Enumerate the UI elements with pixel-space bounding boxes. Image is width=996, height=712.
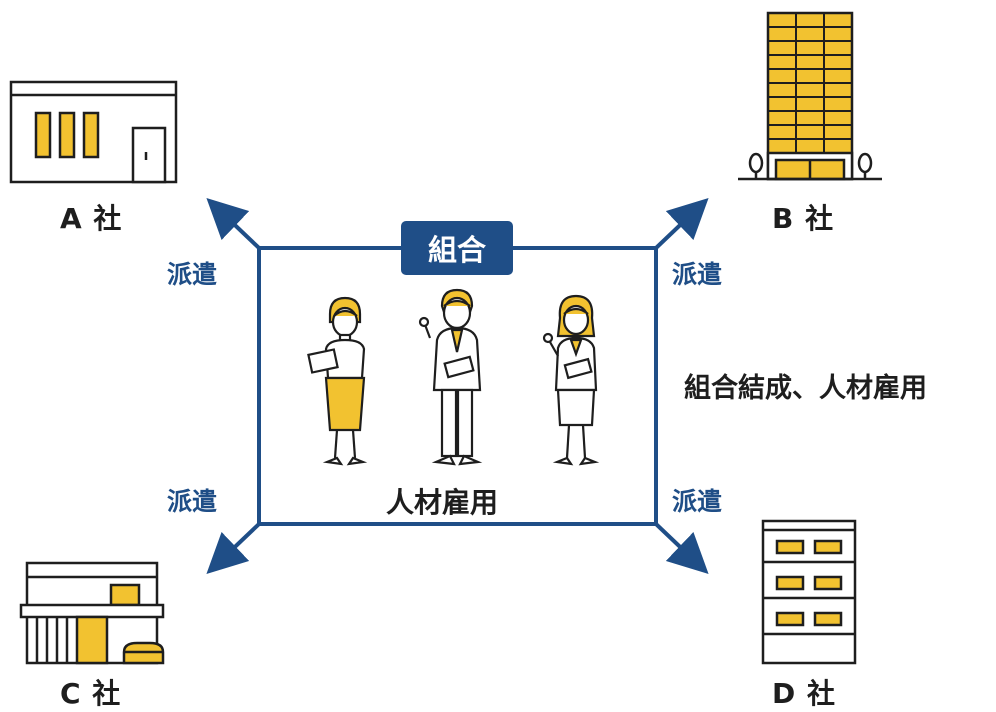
apartment-d-icon [761,519,857,665]
worker-man-suit-icon [418,288,483,466]
company-b-label: B 社 [772,202,835,235]
company-c-label: C 社 [60,677,122,710]
dispatch-bottom-right: 派遣 [672,487,723,516]
office-a-icon [9,80,178,184]
dispatch-top-right: 派遣 [672,260,723,289]
center-label: 人材雇用 [386,486,499,519]
company-d-label: D 社 [772,677,836,710]
union-label: 組合 [401,221,513,275]
shop-c-icon [19,561,165,665]
dispatch-top-left: 派遣 [167,260,218,289]
tower-b-icon [738,11,882,181]
company-a-label: A 社 [60,202,123,235]
side-note: 組合結成、人材雇用 [684,373,927,404]
arrow-to-c [206,522,261,575]
arrow-to-a [206,197,261,250]
worker-woman-suit-icon [542,294,600,466]
worker-woman-tablet-icon [307,296,368,466]
dispatch-bottom-left: 派遣 [167,487,218,516]
arrow-to-d [654,522,709,575]
arrow-to-b [654,197,709,250]
